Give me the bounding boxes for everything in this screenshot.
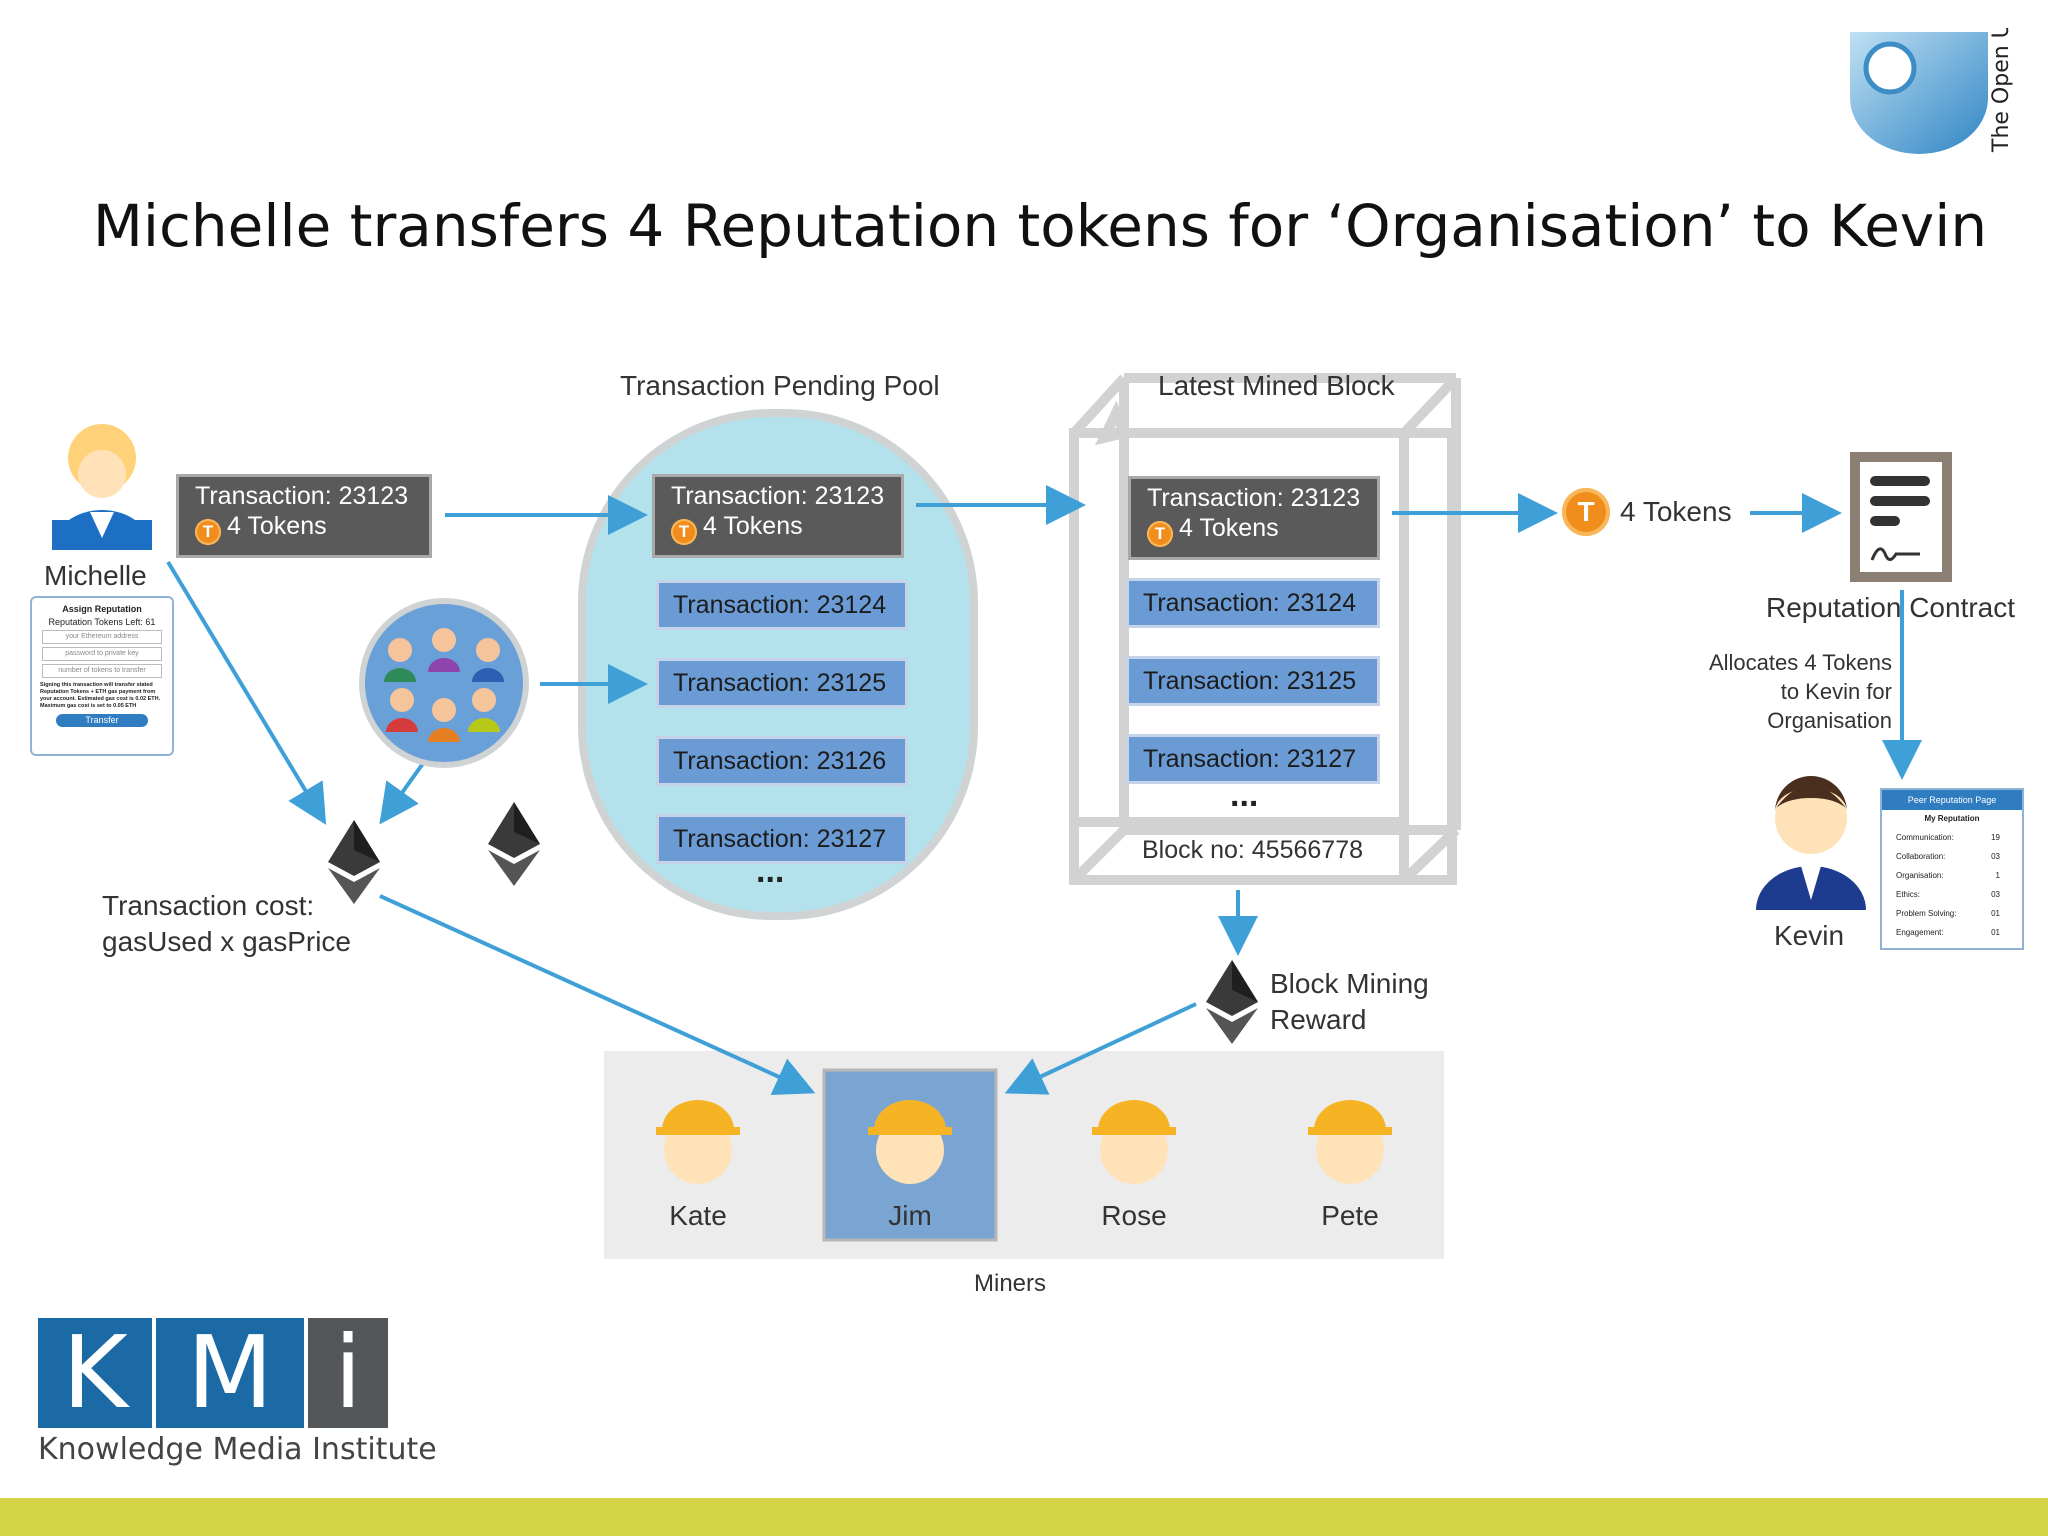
form-tokens-left: Reputation Tokens Left: 61 [48, 617, 156, 627]
reputation-value: 03 [1991, 890, 2000, 899]
block-transaction-first-tokens: 4 Tokens [1179, 514, 1279, 542]
token-coin-icon: T [671, 519, 697, 545]
footer-band [0, 1498, 2048, 1536]
eth-icon-pool [488, 802, 540, 886]
tokens-to-transfer-field[interactable]: number of tokens to transfer [42, 664, 162, 678]
ethereum-address-field[interactable]: your Ethereum address [42, 630, 162, 644]
miner-jim-icon [868, 1100, 952, 1184]
miner-rose-icon [1092, 1100, 1176, 1184]
reputation-value: 1 [1995, 871, 2000, 880]
reputation-contract-icon [1850, 452, 1952, 582]
block-mining-reward: Block Mining Reward [1270, 966, 1429, 1038]
password-field[interactable]: password to private key [42, 647, 162, 661]
reputation-label: Engagement: [1896, 928, 1944, 937]
block-transaction-item: Transaction: 23127 [1126, 734, 1380, 784]
tokens-flow: T 4 Tokens [1562, 486, 1732, 538]
open-university-logo [1848, 28, 2038, 158]
kmi-logo: K M i Knowledge Media Institute [38, 1318, 437, 1468]
miner-jim-label: Jim [888, 1200, 932, 1231]
pool-transaction-first-tokens: 4 Tokens [703, 512, 803, 540]
ou-wordmark-text: The Open University [1990, 28, 2014, 153]
michelle-avatar [52, 424, 152, 550]
allocation-line3: Organisation [1767, 708, 1892, 733]
transaction-cost-line2: gasUsed x gasPrice [102, 926, 352, 957]
reputation-row: Ethics: 03 [1882, 885, 2022, 904]
eth-icon-cost [328, 820, 380, 904]
miner-pete-icon [1308, 1100, 1392, 1184]
kevin-label: Kevin [1774, 920, 1845, 951]
miner-kate-label: Kate [669, 1200, 727, 1231]
pool-ellipsis: ... [756, 852, 785, 890]
kmi-full-name: Knowledge Media Institute [38, 1432, 437, 1467]
token-coin-icon: T [1147, 521, 1173, 547]
pool-transaction-first-label: Transaction: 23123 [671, 482, 885, 510]
reputation-row: Collaboration: 03 [1882, 847, 2022, 866]
michelle-transaction-tokens: 4 Tokens [227, 512, 327, 540]
block-transaction-item: Transaction: 23124 [1126, 578, 1380, 628]
transaction-cost-line1: Transaction cost: [102, 890, 315, 921]
allocation-text: Allocates 4 Tokens to Kevin for Organisa… [1640, 648, 1892, 735]
peer-reputation-title: Peer Reputation Page [1882, 790, 2022, 810]
reputation-row: Engagement: 01 [1882, 923, 2022, 942]
kmi-letter-i: i [308, 1318, 388, 1428]
kevin-avatar [1756, 776, 1866, 910]
token-coin-icon: T [195, 519, 221, 545]
miner-pete-label: Pete [1321, 1200, 1379, 1231]
reward-line2: Reward [1270, 1004, 1367, 1035]
reputation-row: Problem Solving: 01 [1882, 904, 2022, 923]
pool-transaction-item: Transaction: 23127 [656, 814, 908, 864]
transfer-button[interactable]: Transfer [56, 714, 148, 727]
block-ellipsis: ... [1230, 776, 1259, 814]
transaction-cost: Transaction cost: gasUsed x gasPrice [102, 888, 351, 960]
form-title: Assign Reputation [62, 604, 142, 614]
reputation-value: 01 [1991, 909, 2000, 918]
allocation-line1: Allocates 4 Tokens [1708, 650, 1892, 675]
block-cube-shape [1069, 373, 1461, 885]
assign-reputation-form: Assign Reputation Reputation Tokens Left… [30, 596, 174, 756]
kmi-letter-m: M [156, 1318, 304, 1428]
reputation-label: Communication: [1896, 833, 1954, 842]
pending-pool-title: Transaction Pending Pool [620, 370, 940, 401]
reputation-value: 03 [1991, 852, 2000, 861]
page-title: Michelle transfers 4 Reputation tokens f… [92, 192, 1988, 260]
reward-line1: Block Mining [1270, 968, 1429, 999]
token-coin-icon: T [1562, 488, 1610, 536]
my-reputation-heading: My Reputation [1924, 814, 1980, 823]
reputation-row: Communication: 19 [1882, 828, 2022, 847]
pool-transaction-item: Transaction: 23125 [656, 658, 908, 708]
ou-shield-icon [1850, 32, 1988, 154]
mined-block-title: Latest Mined Block [1158, 370, 1395, 401]
michelle-label: Michelle [44, 560, 147, 591]
eth-icon-reward [1206, 960, 1258, 1044]
pool-transaction-item: Transaction: 23126 [656, 736, 908, 786]
reputation-label: Collaboration: [1896, 852, 1946, 861]
block-transaction-item: Transaction: 23125 [1126, 656, 1380, 706]
reputation-value: 19 [1991, 833, 2000, 842]
michelle-transaction-label: Transaction: 23123 [195, 482, 409, 510]
reputation-label: Ethics: [1896, 890, 1921, 899]
ou-wordmark: The Open University [1990, 28, 2014, 153]
reputation-value: 01 [1991, 928, 2000, 937]
miner-rose-label: Rose [1101, 1200, 1167, 1231]
reputation-row: Organisation: 1 [1882, 866, 2022, 885]
reputation-contract-label: Reputation Contract [1766, 592, 2016, 623]
form-note: Signing this transaction will transfer s… [40, 682, 161, 709]
reputation-label: Organisation: [1896, 871, 1944, 880]
kmi-letter-k: K [38, 1318, 152, 1428]
pool-transaction-item: Transaction: 23124 [656, 580, 908, 630]
tokens-flow-label: 4 Tokens [1620, 496, 1732, 527]
peer-reputation-card: Peer Reputation Page My Reputation Commu… [1880, 788, 2024, 950]
miner-kate-icon [656, 1100, 740, 1184]
reputation-label: Problem Solving: [1896, 909, 1957, 918]
block-number: Block no: 45566778 [1142, 836, 1364, 864]
allocation-line2: to Kevin for [1780, 679, 1892, 704]
users-group-icon [359, 598, 529, 768]
block-transaction-first-label: Transaction: 23123 [1147, 484, 1361, 512]
svg-text:The Open University: The Open University [1990, 28, 2014, 153]
miners-label: Miners [974, 1270, 1047, 1297]
